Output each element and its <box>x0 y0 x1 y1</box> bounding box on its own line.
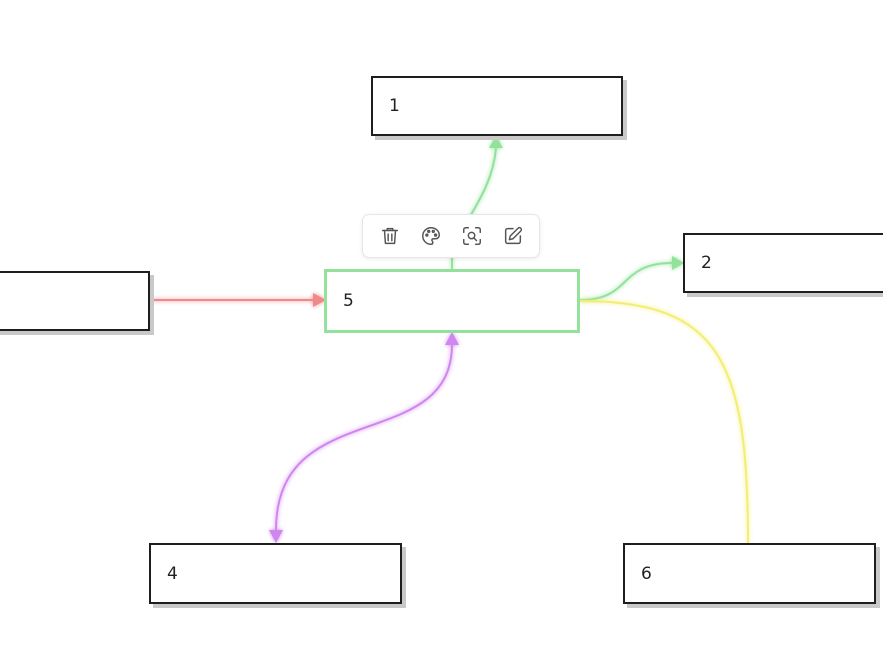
node-1[interactable]: 1 <box>371 76 623 136</box>
edge-5-to-2[interactable] <box>579 256 684 301</box>
edge-5-to-4[interactable] <box>269 332 459 543</box>
zoom-fit-icon <box>462 227 481 245</box>
node-4[interactable]: 4 <box>149 543 402 604</box>
focus-button[interactable] <box>457 221 487 251</box>
trash-icon <box>381 227 398 245</box>
edit-button[interactable] <box>498 221 528 251</box>
edit-icon <box>504 226 522 245</box>
node-2[interactable]: 2 <box>683 233 883 293</box>
color-button[interactable] <box>416 221 446 251</box>
node-5[interactable]: 5 <box>324 269 580 333</box>
delete-button[interactable] <box>375 221 405 251</box>
edge-5-to-6[interactable] <box>579 300 749 545</box>
node-6[interactable]: 6 <box>623 543 876 604</box>
palette-icon <box>421 227 440 245</box>
node-5-label: 5 <box>343 291 354 311</box>
node-6-label: 6 <box>641 563 652 584</box>
node-1-label: 1 <box>389 96 400 116</box>
node-toolbar <box>362 214 540 258</box>
node-3[interactable] <box>0 271 150 331</box>
node-4-label: 4 <box>167 563 178 584</box>
node-2-label: 2 <box>701 253 712 273</box>
edge-3-to-5[interactable] <box>150 293 326 307</box>
